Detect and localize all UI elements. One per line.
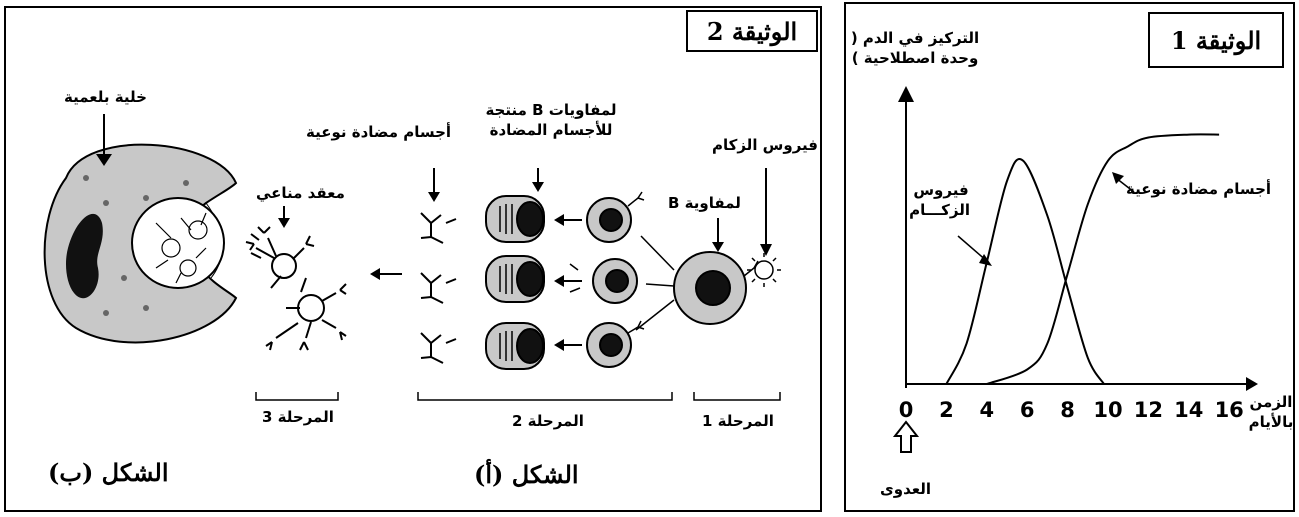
virus-curve <box>945 158 1105 385</box>
x-axis-label: الزمن بالأيام <box>1248 393 1294 431</box>
antibody-curve-label: أجسام مضادة نوعية <box>1126 180 1272 198</box>
plasma-cells-label: لمفاويات B منتجة للأجسام المضادة <box>485 101 617 139</box>
x-tick-label: 6 <box>1019 398 1035 422</box>
document-1-title: الوثيقة 1 <box>1148 12 1284 68</box>
figure-b-label: الشكل (ب) <box>48 458 169 487</box>
cold-virus <box>747 253 781 287</box>
stage-brackets <box>255 392 781 401</box>
antibody-curve <box>986 133 1220 385</box>
doc2-drawing <box>43 114 781 401</box>
antibodies-label: أجسام مضادة نوعية <box>306 123 452 141</box>
free-antibodies <box>420 212 457 364</box>
document-2-panel: الوثيقة 2 <box>4 6 822 512</box>
x-tick-label: 12 <box>1133 398 1164 422</box>
x-tick-label: 2 <box>939 398 954 422</box>
infection-arrow-icon <box>892 420 920 453</box>
x-tick-label: 0 <box>898 398 914 422</box>
immune-complex-label: معقد مناعي <box>256 184 345 202</box>
stage-1-label: المرحلة 1 <box>702 412 774 430</box>
b-lymphocyte-label: لمفاوية B <box>668 194 741 212</box>
x-tick-label: 16 <box>1214 398 1244 422</box>
cold-virus-label: فيروس الزكام <box>712 136 818 154</box>
document-2-title: الوثيقة 2 <box>686 10 818 52</box>
concentration-chart <box>892 86 1258 453</box>
stage-2-label: المرحلة 2 <box>512 412 584 430</box>
phagocyte-cell <box>43 143 238 344</box>
y-axis-arrowhead <box>898 86 914 102</box>
x-tick-label: 4 <box>979 398 995 422</box>
x-tick-label: 10 <box>1093 398 1123 422</box>
plasma-cells <box>485 195 545 370</box>
infection-label: العدوى <box>880 480 931 498</box>
b-lymphocyte <box>673 251 763 325</box>
y-axis-label: التركيز في الدم ( وحدة اصطلاحية ) <box>850 29 980 67</box>
virus-curve-label: فيروس الزكـــام <box>909 181 970 219</box>
stage-3-label: المرحلة 3 <box>262 408 334 426</box>
x-tick-label: 8 <box>1060 398 1075 422</box>
activated-lymphocytes <box>569 191 645 368</box>
immune-complex <box>245 226 347 351</box>
figure-a-label: الشكل (أ) <box>474 460 579 489</box>
x-tick-label: 14 <box>1174 398 1204 422</box>
phagocyte-label: خلية بلعمية <box>64 88 147 106</box>
x-axis-arrowhead <box>1246 377 1258 391</box>
